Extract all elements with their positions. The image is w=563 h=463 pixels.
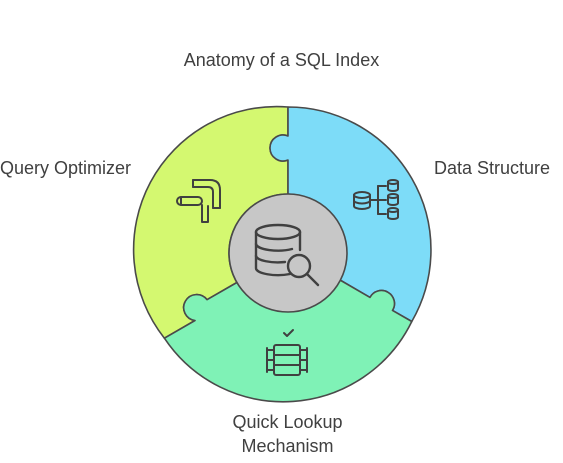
database-tree-icon: [353, 179, 399, 220]
label-query-optimizer: Query Optimizer: [0, 158, 132, 178]
indexed-rows-icon: [266, 329, 308, 376]
label-quick-lookup: Quick Lookup Mechanism: [0, 410, 563, 458]
label-data-structure: Data Structure: [434, 158, 551, 178]
label-quick-lookup-line2: Mechanism: [241, 436, 334, 456]
database-search-icon: [254, 223, 320, 287]
segment-quick-lookup: [163, 278, 413, 403]
center-hub: [228, 193, 348, 313]
label-quick-lookup-line1: Quick Lookup: [232, 412, 343, 432]
diagram-title: Anatomy of a SQL Index: [183, 50, 380, 70]
route-sign-icon: [176, 179, 221, 223]
